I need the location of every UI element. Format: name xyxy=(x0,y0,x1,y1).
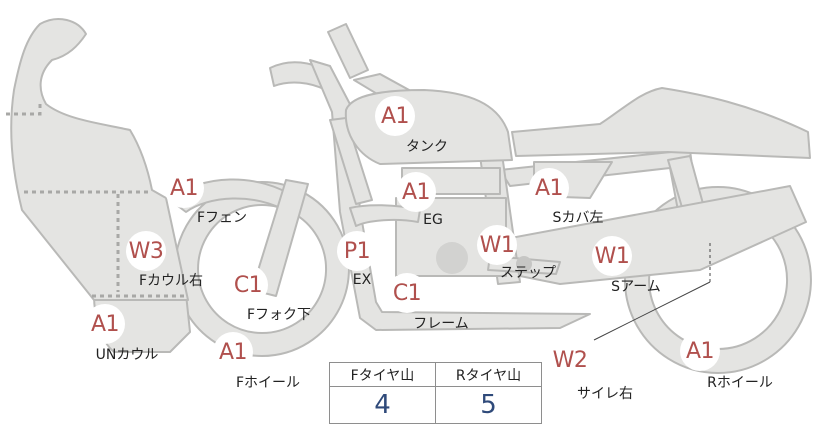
exhaust-shape xyxy=(349,204,421,227)
damage-code-frame[interactable]: C1 xyxy=(387,273,427,313)
rear-tread-value[interactable]: 5 xyxy=(435,386,542,424)
damage-code-tank[interactable]: A1 xyxy=(375,96,415,136)
damage-code-front-fender[interactable]: A1 xyxy=(164,168,204,208)
engine-body-shape xyxy=(395,197,507,277)
part-label-front-fender: Fフェン xyxy=(196,210,248,226)
front-tread-header: Fタイヤ山 xyxy=(329,362,436,387)
tire-tread-table: Fタイヤ山 Rタイヤ山 4 5 xyxy=(329,362,542,424)
front-wheel-shape xyxy=(173,181,350,357)
part-label-engine: EG xyxy=(423,212,443,228)
part-label-front-fork-lower: Fフォク下 xyxy=(246,307,312,323)
damage-code-engine[interactable]: A1 xyxy=(396,172,436,212)
damage-code-rear-wheel[interactable]: A1 xyxy=(680,331,720,371)
part-label-tank: タンク xyxy=(406,139,448,155)
damage-code-step[interactable]: W1 xyxy=(477,225,517,265)
part-label-frame: フレーム xyxy=(413,316,469,332)
damage-code-swing-arm[interactable]: W1 xyxy=(592,236,632,276)
damage-code-front-cowl-right[interactable]: W3 xyxy=(126,231,166,271)
front-cowl-shape xyxy=(10,18,189,301)
damage-code-exhaust[interactable]: P1 xyxy=(337,231,377,271)
part-label-front-cowl-right: Fカウル右 xyxy=(138,273,204,289)
damage-code-front-wheel[interactable]: A1 xyxy=(213,332,253,372)
front-fork-shape xyxy=(251,179,309,297)
rear-tread-header: Rタイヤ山 xyxy=(435,362,542,387)
part-label-front-wheel: Fホイール xyxy=(235,375,301,391)
damage-code-silencer-right[interactable]: W2 xyxy=(550,340,590,380)
part-label-rear-wheel: Rホイール xyxy=(707,375,773,391)
steering-stem-shape xyxy=(327,23,369,79)
part-label-swing-arm: Sアーム xyxy=(611,279,661,295)
part-label-side-cover-left: Sカバ左 xyxy=(552,210,604,226)
part-label-step: ステップ xyxy=(500,265,556,281)
damage-code-front-fork-lower[interactable]: C1 xyxy=(228,265,268,305)
part-label-exhaust: EX xyxy=(352,272,372,288)
damage-code-under-cowl[interactable]: A1 xyxy=(85,304,125,344)
part-label-silencer-right: サイレ右 xyxy=(577,386,633,402)
seat-shape xyxy=(511,87,811,159)
damage-code-side-cover-left[interactable]: A1 xyxy=(529,168,569,208)
front-tread-value[interactable]: 4 xyxy=(329,386,436,424)
part-label-under-cowl: UNカウル xyxy=(95,347,159,363)
frame-mid-tube-shape xyxy=(329,117,373,205)
